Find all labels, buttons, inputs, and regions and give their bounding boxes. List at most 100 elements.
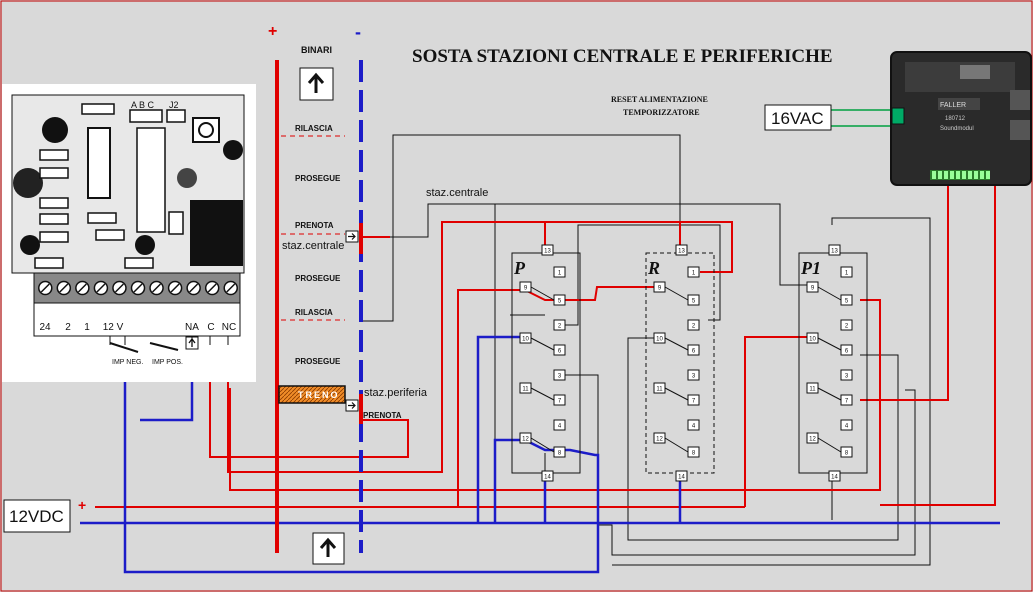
relay-pin-label: 14 [831, 475, 838, 481]
input-imp-neg-label: IMP NEG. [112, 359, 143, 366]
train-block: TRENO [278, 385, 346, 404]
faller-pin [986, 171, 990, 179]
relay-pin [840, 266, 853, 278]
faller-pin [950, 171, 954, 179]
terminal-label-strip [33, 302, 241, 337]
relay-pin-label: 4 [558, 424, 562, 430]
terminal-label: C [207, 322, 214, 333]
label-rilascia: RILASCIA [295, 308, 333, 317]
relay-pin-label: 1 [845, 271, 849, 277]
relay-pin [553, 319, 566, 331]
relay-pin [687, 369, 700, 381]
relay-pin [687, 419, 700, 431]
relay-pin-label: 12 [809, 437, 816, 443]
relay-pin [541, 244, 554, 256]
relay-pin-label: 4 [692, 424, 696, 430]
station-centrale-label: staz.centrale [282, 240, 344, 252]
station-centrale-label: staz.centrale [426, 187, 488, 199]
dc-plus-sign: + [78, 497, 86, 513]
relay-pin-label: 10 [656, 337, 663, 343]
relay-pin-label: 5 [692, 299, 696, 305]
relay-pin-label: 12 [656, 437, 663, 443]
relay-pin-label: 7 [845, 399, 849, 405]
relay-pin-label: 8 [692, 451, 696, 457]
rails: + - BINARI [268, 22, 363, 565]
up-arrow-icon [312, 532, 345, 565]
label-prosegue: PROSEGUE [295, 357, 341, 366]
label-prenota: PRENOTA [295, 221, 334, 230]
relay-pin-label: 2 [558, 324, 562, 330]
input-imp-pos-label: IMP POS. [152, 359, 183, 366]
terminal-label: NC [222, 322, 236, 333]
rails-label: BINARI [301, 45, 332, 55]
reset-label-line2: TEMPORIZZATORE [623, 108, 700, 117]
relay-pin-label: 8 [845, 451, 849, 457]
jumper-abc-label: A B C [131, 100, 155, 110]
label-prosegue: PROSEGUE [295, 174, 341, 183]
relay-pin [840, 419, 853, 431]
relay-pin-label: 14 [678, 475, 685, 481]
dc-minus-sign: - [80, 514, 85, 530]
faller-pin [932, 171, 936, 179]
relay-pin-label: 11 [522, 387, 529, 393]
relay-pin [840, 369, 853, 381]
relay-pin-label: 4 [845, 424, 849, 430]
relay-pin-label: 1 [558, 271, 562, 277]
relay-pin-label: 7 [692, 399, 696, 405]
station-periferia-label: staz.periferia [364, 387, 428, 399]
diagram-title: SOSTA STAZIONI CENTRALE E PERIFERICHE [412, 46, 833, 67]
terminal-label: 12 V [103, 322, 124, 333]
faller-pin [938, 171, 942, 179]
relay-pin [840, 319, 853, 331]
relay-pin [553, 419, 566, 431]
relay-pin-label: 14 [544, 475, 551, 481]
faller-pin [956, 171, 960, 179]
reset-label-line1: RESET ALIMENTAZIONE [611, 95, 708, 104]
relay-pin-label: 10 [809, 337, 816, 343]
ac-supply: 16VAC [764, 104, 832, 131]
relay-pin-label: 1 [692, 271, 696, 277]
label-rilascia: RILASCIA [295, 124, 333, 133]
faller-pin [944, 171, 948, 179]
relay-pin-label: 3 [692, 374, 696, 380]
relay-pin-label: 3 [558, 374, 562, 380]
relay-pin [687, 266, 700, 278]
relay-pin-label: 9 [658, 286, 662, 292]
terminal-label: 2 [65, 322, 71, 333]
relay-pin-label: 11 [809, 387, 816, 393]
jumper-j2-label: J2 [169, 100, 179, 110]
relay-letter: P1 [800, 258, 821, 278]
relay-pin [553, 369, 566, 381]
sensor-switch-pos [149, 342, 179, 351]
relay-pin [553, 266, 566, 278]
relay-pin-label: 3 [845, 374, 849, 380]
rail-plus-sign: + [268, 23, 277, 40]
relays: P1319521063117412814R1319521063117412814… [511, 244, 868, 482]
relay-pin-label: 12 [522, 437, 529, 443]
relay-pin-label: 7 [558, 399, 562, 405]
faller-pin [962, 171, 966, 179]
relay-pin-label: 6 [845, 349, 849, 355]
relay-pin-label: 13 [544, 249, 551, 255]
relay-pin-label: 8 [558, 451, 562, 457]
relay-pin-label: 6 [558, 349, 562, 355]
faller-pin [974, 171, 978, 179]
wires-green [831, 109, 890, 127]
relay-pin-label: 11 [656, 387, 663, 393]
rail-minus-sign: - [355, 22, 361, 42]
relay-pin-label: 9 [811, 286, 815, 292]
relay-pin-label: 10 [522, 337, 529, 343]
track-dividers [281, 135, 345, 321]
faller-model: 180712 [945, 116, 966, 122]
relay-pin [828, 244, 841, 256]
relay-pin-label: 13 [831, 249, 838, 255]
faller-sound-module: FALLER 180712 Soundmodul [890, 51, 1032, 186]
relay-pin-label: 6 [692, 349, 696, 355]
up-arrow-icon [299, 67, 334, 101]
